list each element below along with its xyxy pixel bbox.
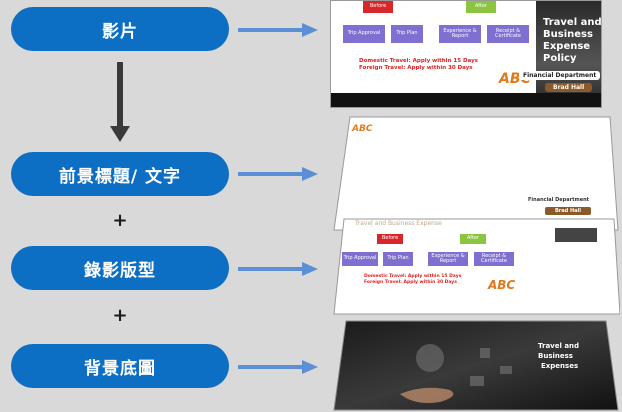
layer-recorded-sheet (333, 218, 620, 315)
step-recorded-label: 錄影版型 (84, 260, 156, 281)
step-recorded: 錄影版型 (11, 246, 229, 290)
video-slide: Before After Trip Approval Trip Plan Exp… (330, 0, 602, 108)
layer-recorded-thumb (555, 228, 597, 242)
down-arrow-icon (110, 62, 130, 142)
before-box: Before (377, 234, 403, 244)
step-video: 影片 (11, 7, 229, 51)
right-arrow-icon (238, 23, 318, 37)
trip-plan-box: Trip Plan (383, 252, 413, 266)
bg-title-line2: Business (538, 352, 573, 360)
plus-sign-1: + (112, 210, 128, 231)
after-box: After (460, 234, 486, 244)
presenter-badge: Brad Hall (545, 83, 593, 92)
abc-logo: ABC (352, 124, 373, 134)
layer-background-sheet (333, 320, 619, 411)
trip-plan-box: Trip Plan (391, 25, 423, 43)
receipt-certificate-box: Receipt & Certificate (474, 252, 514, 266)
experience-report-box: Experience & Report (428, 252, 468, 266)
receipt-certificate-box: Receipt & Certificate (487, 25, 529, 43)
trip-approval-box: Trip Approval (342, 252, 378, 266)
layer-titles-presenter: Brad Hall (545, 207, 591, 215)
after-box: After (466, 1, 496, 13)
step-video-label: 影片 (102, 21, 138, 42)
department-badge: Financial Department (519, 71, 601, 80)
bg-title-line3: Expenses (541, 362, 579, 370)
right-arrow-icon (238, 360, 318, 374)
bg-title-line1: Travel and (538, 342, 580, 350)
before-box: Before (363, 1, 393, 13)
video-title-line1: Travel and (543, 17, 602, 28)
right-arrow-icon (238, 167, 318, 181)
video-title-line4: Policy (543, 53, 577, 64)
video-footer-bar (331, 93, 601, 107)
plus-sign-2: + (112, 305, 128, 326)
video-title-line3: Expense (543, 41, 591, 52)
video-title-line2: Business (543, 29, 593, 40)
step-titles: 前景標題/ 文字 (11, 152, 229, 196)
right-arrow-icon (238, 262, 318, 276)
trip-approval-box: Trip Approval (343, 25, 385, 43)
note-foreign: Foreign Travel: Apply within 30 Days (359, 65, 473, 71)
layer-recorded-header: Travel and Business Expense (355, 220, 442, 227)
step-titles-label: 前景標題/ 文字 (58, 166, 182, 187)
experience-report-box: Experience & Report (439, 25, 481, 43)
layer-titles-sheet (333, 116, 619, 231)
note-domestic: Domestic Travel: Apply within 15 Days (364, 274, 462, 279)
note-domestic: Domestic Travel: Apply within 15 Days (359, 58, 478, 64)
note-foreign: Foreign Travel: Apply within 30 Days (364, 280, 457, 285)
layer-titles-department: Financial Department (528, 197, 590, 203)
step-background-label: 背景底圖 (84, 358, 156, 379)
abc-logo: ABC (488, 278, 516, 292)
step-background: 背景底圖 (11, 344, 229, 388)
